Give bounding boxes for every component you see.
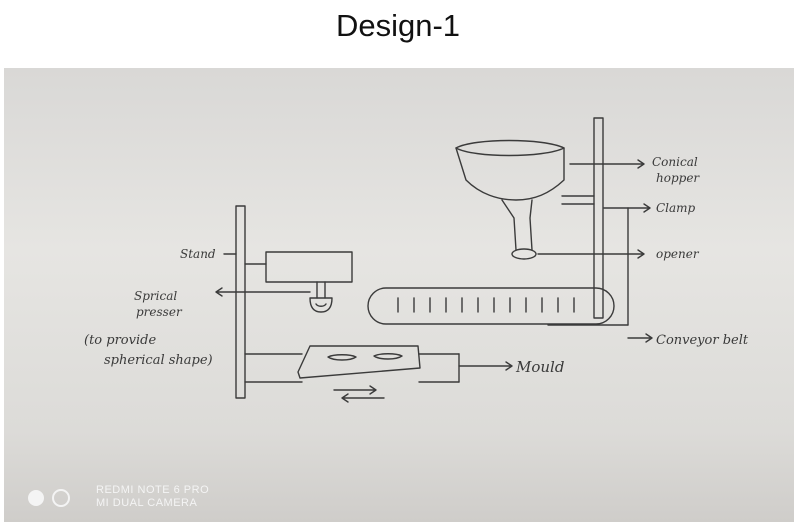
label-conical: Conical <box>652 155 698 169</box>
watermark-line-2: MI DUAL CAMERA <box>96 497 209 510</box>
hopper-neck <box>502 200 532 250</box>
leader-clamp <box>604 204 650 212</box>
label-mould: Mould <box>515 358 564 376</box>
conveyor-slats <box>398 298 574 312</box>
camera-dots-icon <box>26 488 86 508</box>
presser-cup <box>316 304 326 306</box>
move-arrow-right <box>334 386 376 394</box>
leader-conveyor <box>628 334 652 342</box>
presser-housing <box>266 252 352 282</box>
mould-cavity-left <box>328 355 356 360</box>
presser-head <box>310 298 332 312</box>
hopper-rim <box>456 148 564 156</box>
mould-cavity-right <box>374 354 402 359</box>
label-conveyor-belt: Conveyor belt <box>656 333 749 348</box>
stand-post <box>236 206 245 398</box>
label-opener: opener <box>656 247 700 261</box>
watermark-line-1: REDMI NOTE 6 PRO <box>96 484 209 497</box>
conveyor-belt <box>368 288 614 324</box>
label-stand: Stand <box>180 247 216 261</box>
label-hopper: hopper <box>656 171 700 185</box>
label-spiral-4: spherical shape) <box>104 353 213 368</box>
leader-hopper <box>570 160 644 168</box>
opener-end <box>512 249 536 259</box>
label-clamp: Clamp <box>656 201 696 215</box>
page-title: Design-1 <box>0 8 796 44</box>
leader-presser <box>216 288 310 296</box>
conical-hopper <box>456 141 564 201</box>
label-spiral-1: Sprical <box>134 289 177 303</box>
label-spiral-2: presser <box>136 305 183 319</box>
leader-mould <box>459 362 512 370</box>
camera-watermark: REDMI NOTE 6 PRO MI DUAL CAMERA <box>96 484 209 510</box>
mould-block <box>298 346 420 378</box>
move-arrow-left <box>342 394 384 402</box>
sketch-photo: Conical hopper Clamp opener Stand Sprica… <box>4 68 794 522</box>
design-sketch: Conical hopper Clamp opener Stand Sprica… <box>4 68 794 522</box>
label-spiral-3: (to provide <box>84 333 156 348</box>
